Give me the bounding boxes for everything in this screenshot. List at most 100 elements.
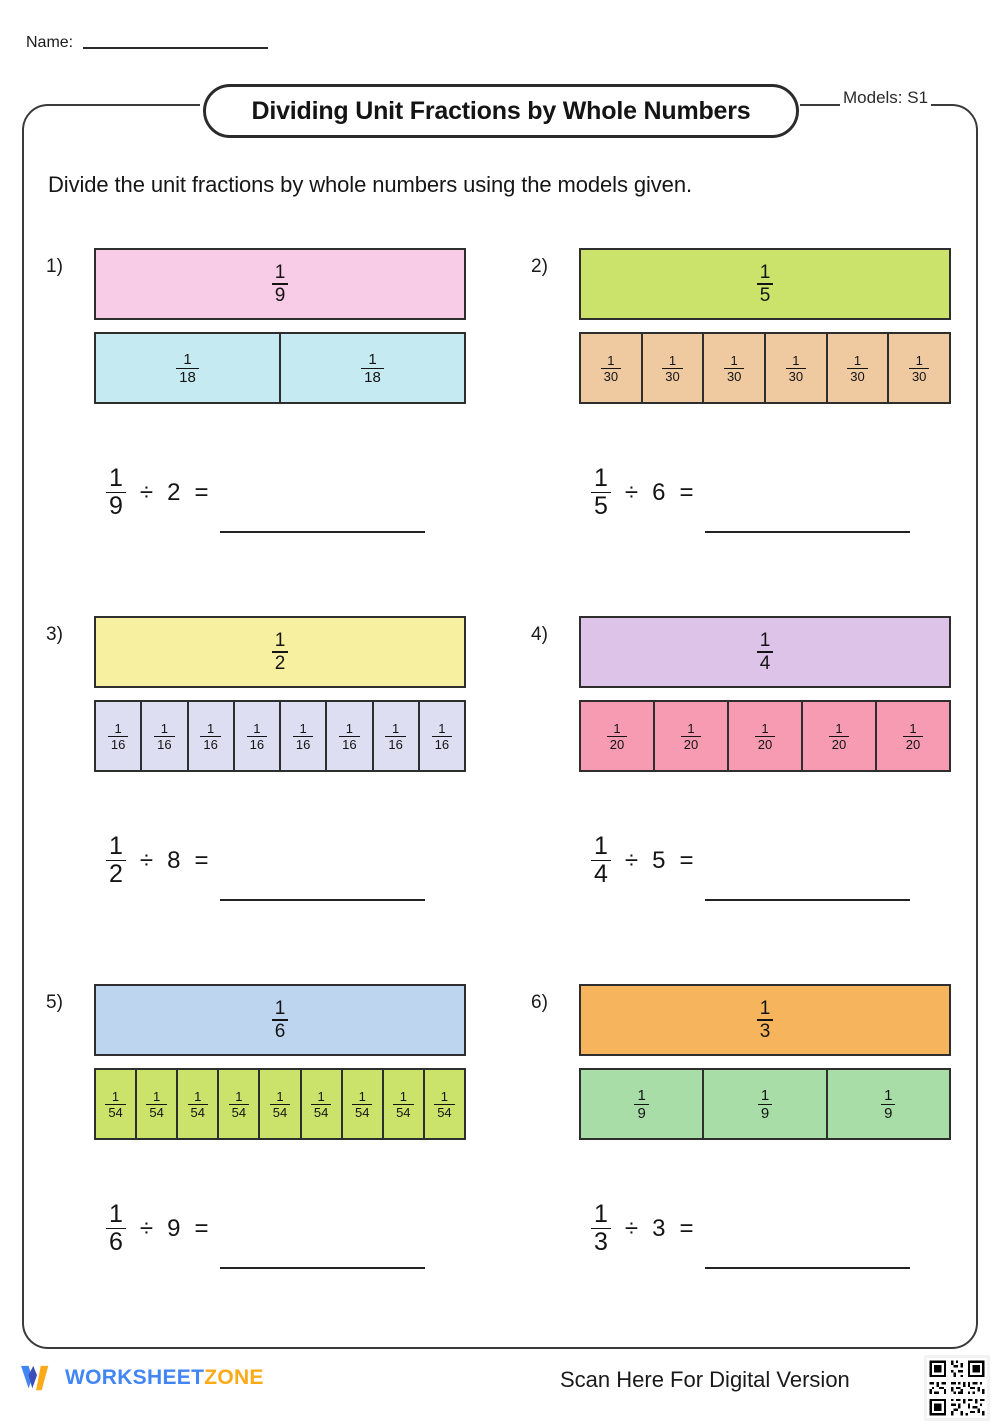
fraction-denominator: 54 bbox=[146, 1103, 167, 1119]
fraction-denominator: 54 bbox=[434, 1103, 455, 1119]
answer-blank[interactable] bbox=[705, 899, 911, 901]
answer-blank[interactable] bbox=[705, 531, 911, 533]
worksheet-zone-logo[interactable]: WORKSHEETZONE bbox=[18, 1363, 264, 1393]
fraction-denominator: 54 bbox=[228, 1103, 250, 1119]
fraction-numerator: 1 bbox=[274, 998, 286, 1019]
fraction-denominator: 30 bbox=[662, 367, 683, 383]
qr-code[interactable] bbox=[924, 1355, 990, 1421]
answer-blank[interactable] bbox=[220, 531, 426, 533]
fraction-numerator: 1 bbox=[594, 832, 608, 860]
name-input-line[interactable] bbox=[83, 47, 269, 49]
fraction-numerator: 1 bbox=[253, 720, 261, 736]
fraction-numerator: 1 bbox=[761, 720, 769, 736]
fraction-numerator: 1 bbox=[668, 352, 677, 368]
fraction-denominator: 16 bbox=[385, 735, 406, 751]
fraction-numerator: 1 bbox=[915, 352, 923, 368]
equation-divisor: 3 bbox=[652, 1214, 666, 1242]
fraction-numerator: 1 bbox=[109, 832, 123, 860]
answer-blank[interactable] bbox=[220, 899, 426, 901]
page-title: Dividing Unit Fractions by Whole Numbers bbox=[251, 96, 751, 125]
problem-number: 1) bbox=[46, 256, 63, 277]
equation-operator: ÷ bbox=[624, 1214, 639, 1242]
fraction-numerator: 1 bbox=[884, 1086, 893, 1104]
fraction-denominator: 6 bbox=[271, 1019, 289, 1041]
fraction-denominator: 9 bbox=[106, 492, 126, 519]
logo-text-worksheet: WORKSHEET bbox=[65, 1366, 205, 1389]
problem-number: 5) bbox=[46, 992, 63, 1013]
answer-blank[interactable] bbox=[705, 1267, 911, 1269]
fraction-denominator: 16 bbox=[246, 735, 268, 751]
equation-equals: = bbox=[679, 478, 694, 506]
fraction-numerator: 1 bbox=[299, 720, 307, 736]
fraction-denominator: 30 bbox=[908, 367, 930, 383]
fraction-denominator: 30 bbox=[723, 367, 745, 383]
fraction-denominator: 54 bbox=[187, 1103, 208, 1119]
fraction-numerator: 1 bbox=[114, 720, 122, 736]
fraction-denominator: 5 bbox=[591, 492, 611, 519]
fraction-denominator: 16 bbox=[154, 735, 175, 751]
fraction-numerator: 1 bbox=[759, 630, 771, 651]
fraction-numerator: 1 bbox=[160, 720, 168, 736]
fraction-numerator: 1 bbox=[183, 350, 192, 368]
fraction-denominator: 54 bbox=[393, 1103, 414, 1119]
fraction-numerator: 1 bbox=[276, 1088, 284, 1104]
problem-number: 3) bbox=[46, 624, 63, 645]
fraction-denominator: 16 bbox=[292, 735, 314, 751]
equation-divisor: 8 bbox=[167, 846, 181, 874]
equation-equals: = bbox=[679, 1214, 694, 1242]
fraction-numerator: 1 bbox=[109, 464, 123, 492]
logo-text-zone: ZONE bbox=[204, 1366, 264, 1389]
worksheet-title-pill: Dividing Unit Fractions by Whole Numbers bbox=[203, 84, 799, 138]
answer-blank[interactable] bbox=[220, 1267, 426, 1269]
fraction-numerator: 1 bbox=[194, 1088, 202, 1104]
problem-number: 6) bbox=[531, 992, 548, 1013]
equation-equals: = bbox=[194, 1214, 209, 1242]
fraction-numerator: 1 bbox=[438, 720, 446, 736]
fraction-denominator: 54 bbox=[351, 1103, 373, 1119]
equation-equals: = bbox=[679, 846, 694, 874]
